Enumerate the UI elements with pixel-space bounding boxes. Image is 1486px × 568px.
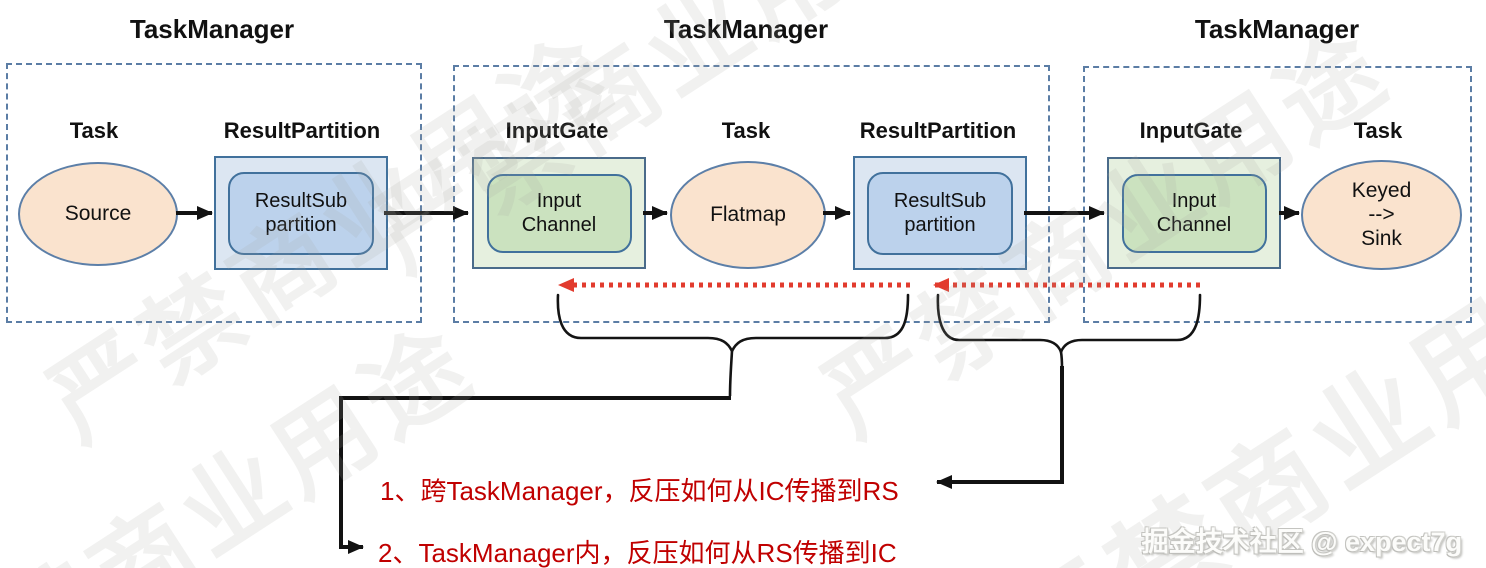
taskmanager-title-3: TaskManager: [1194, 14, 1360, 44]
resultpartition-container-1: ResultSub partition: [214, 156, 388, 270]
community-credit: 掘金技术社区 @ expect7g: [1141, 527, 1462, 557]
label-resultpartition-1: ResultPartition: [223, 118, 381, 143]
label-inputgate-3: InputGate: [1139, 118, 1243, 143]
inputgate-container-3: Input Channel: [1107, 157, 1281, 269]
taskmanager-title-2: TaskManager: [663, 14, 829, 44]
taskmanager-title-1: TaskManager: [129, 14, 295, 44]
source-node-text: Source: [64, 202, 132, 225]
taskmanager-box-1: [6, 63, 422, 323]
taskmanager-box-3: [1083, 66, 1472, 323]
connector-to-annotation-1: [936, 366, 1064, 489]
resultsubpartition-text-2: ResultSub partition: [893, 189, 987, 236]
source-node: Source: [18, 162, 178, 266]
resultpartition-container-2: ResultSub partition: [853, 156, 1027, 270]
annotation-item-2: 2、TaskManager内，反压如何从RS传播到IC: [378, 538, 897, 568]
resultsubpartition-text-1: ResultSub partition: [254, 189, 348, 236]
inputgate-container-2: Input Channel: [472, 157, 646, 269]
brace-1-stem: [728, 350, 734, 397]
label-task-1: Task: [69, 118, 119, 143]
inputchannel-text-2: Input Channel: [521, 189, 597, 236]
resultsubpartition-node-2: ResultSub partition: [867, 171, 1013, 255]
watermark-text: 严禁商业用途: [0, 305, 495, 568]
label-task-3: Task: [1353, 118, 1403, 143]
resultsubpartition-node-1: ResultSub partition: [228, 171, 374, 255]
flatmap-node: Flatmap: [670, 161, 826, 269]
inputchannel-node-3: Input Channel: [1121, 173, 1267, 253]
label-resultpartition-2: ResultPartition: [859, 118, 1017, 143]
keyed-sink-node-text: Keyed --> Sink: [1351, 178, 1412, 251]
inputchannel-node-2: Input Channel: [486, 173, 632, 253]
flatmap-node-text: Flatmap: [710, 203, 786, 226]
brace-2-stem: [1059, 351, 1064, 369]
annotation-item-1: 1、跨TaskManager，反压如何从IC传播到RS: [380, 476, 899, 506]
label-task-2: Task: [721, 118, 771, 143]
label-inputgate-2: InputGate: [505, 118, 609, 143]
keyed-sink-node: Keyed --> Sink: [1301, 160, 1462, 270]
inputchannel-text-3: Input Channel: [1156, 189, 1232, 236]
